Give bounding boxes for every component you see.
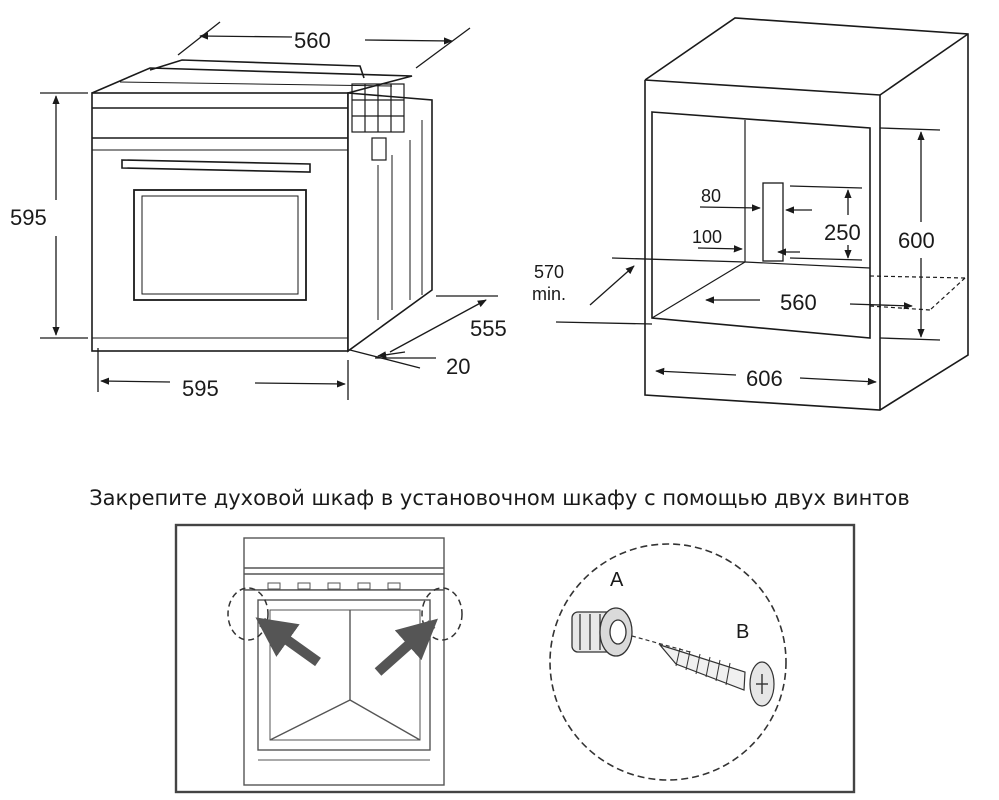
- niche-width-label: 560: [780, 290, 817, 315]
- part-b-label: B: [736, 621, 749, 643]
- rear-opening-width-label: 80: [701, 186, 721, 206]
- oven-cavity-illustration: [243, 537, 445, 786]
- oven-drawing: [91, 59, 433, 353]
- oven-dimension-lines: [40, 21, 498, 400]
- min-depth-value-label: 570: [534, 262, 564, 282]
- cabinet-drawing: [644, 17, 969, 411]
- niche-height-label: 600: [898, 228, 935, 253]
- assembly-axis: [631, 635, 691, 653]
- screw-arrows: [255, 617, 438, 676]
- oven-depth-top-label: 560: [294, 28, 331, 53]
- detail-circle: [549, 543, 787, 781]
- rear-opening-height-label: 250: [824, 220, 861, 245]
- rear-opening-offset-label: 100: [692, 227, 722, 247]
- part-a-label: A: [610, 569, 624, 591]
- outer-width-label: 606: [746, 366, 783, 391]
- screw-position-markers: [227, 587, 463, 641]
- screw-illustration: [658, 643, 775, 707]
- min-depth-suffix-label: min.: [532, 284, 566, 304]
- anchor-illustration: [571, 607, 633, 657]
- instruction-caption: Закрепите духовой шкаф в установочном шк…: [89, 486, 910, 510]
- oven-depth-label: 555: [470, 316, 507, 341]
- cabinet-dimension-lines: [555, 127, 941, 386]
- oven-width-label: 595: [182, 376, 219, 401]
- oven-front-offset-label: 20: [446, 354, 470, 379]
- oven-height-label: 595: [10, 205, 47, 230]
